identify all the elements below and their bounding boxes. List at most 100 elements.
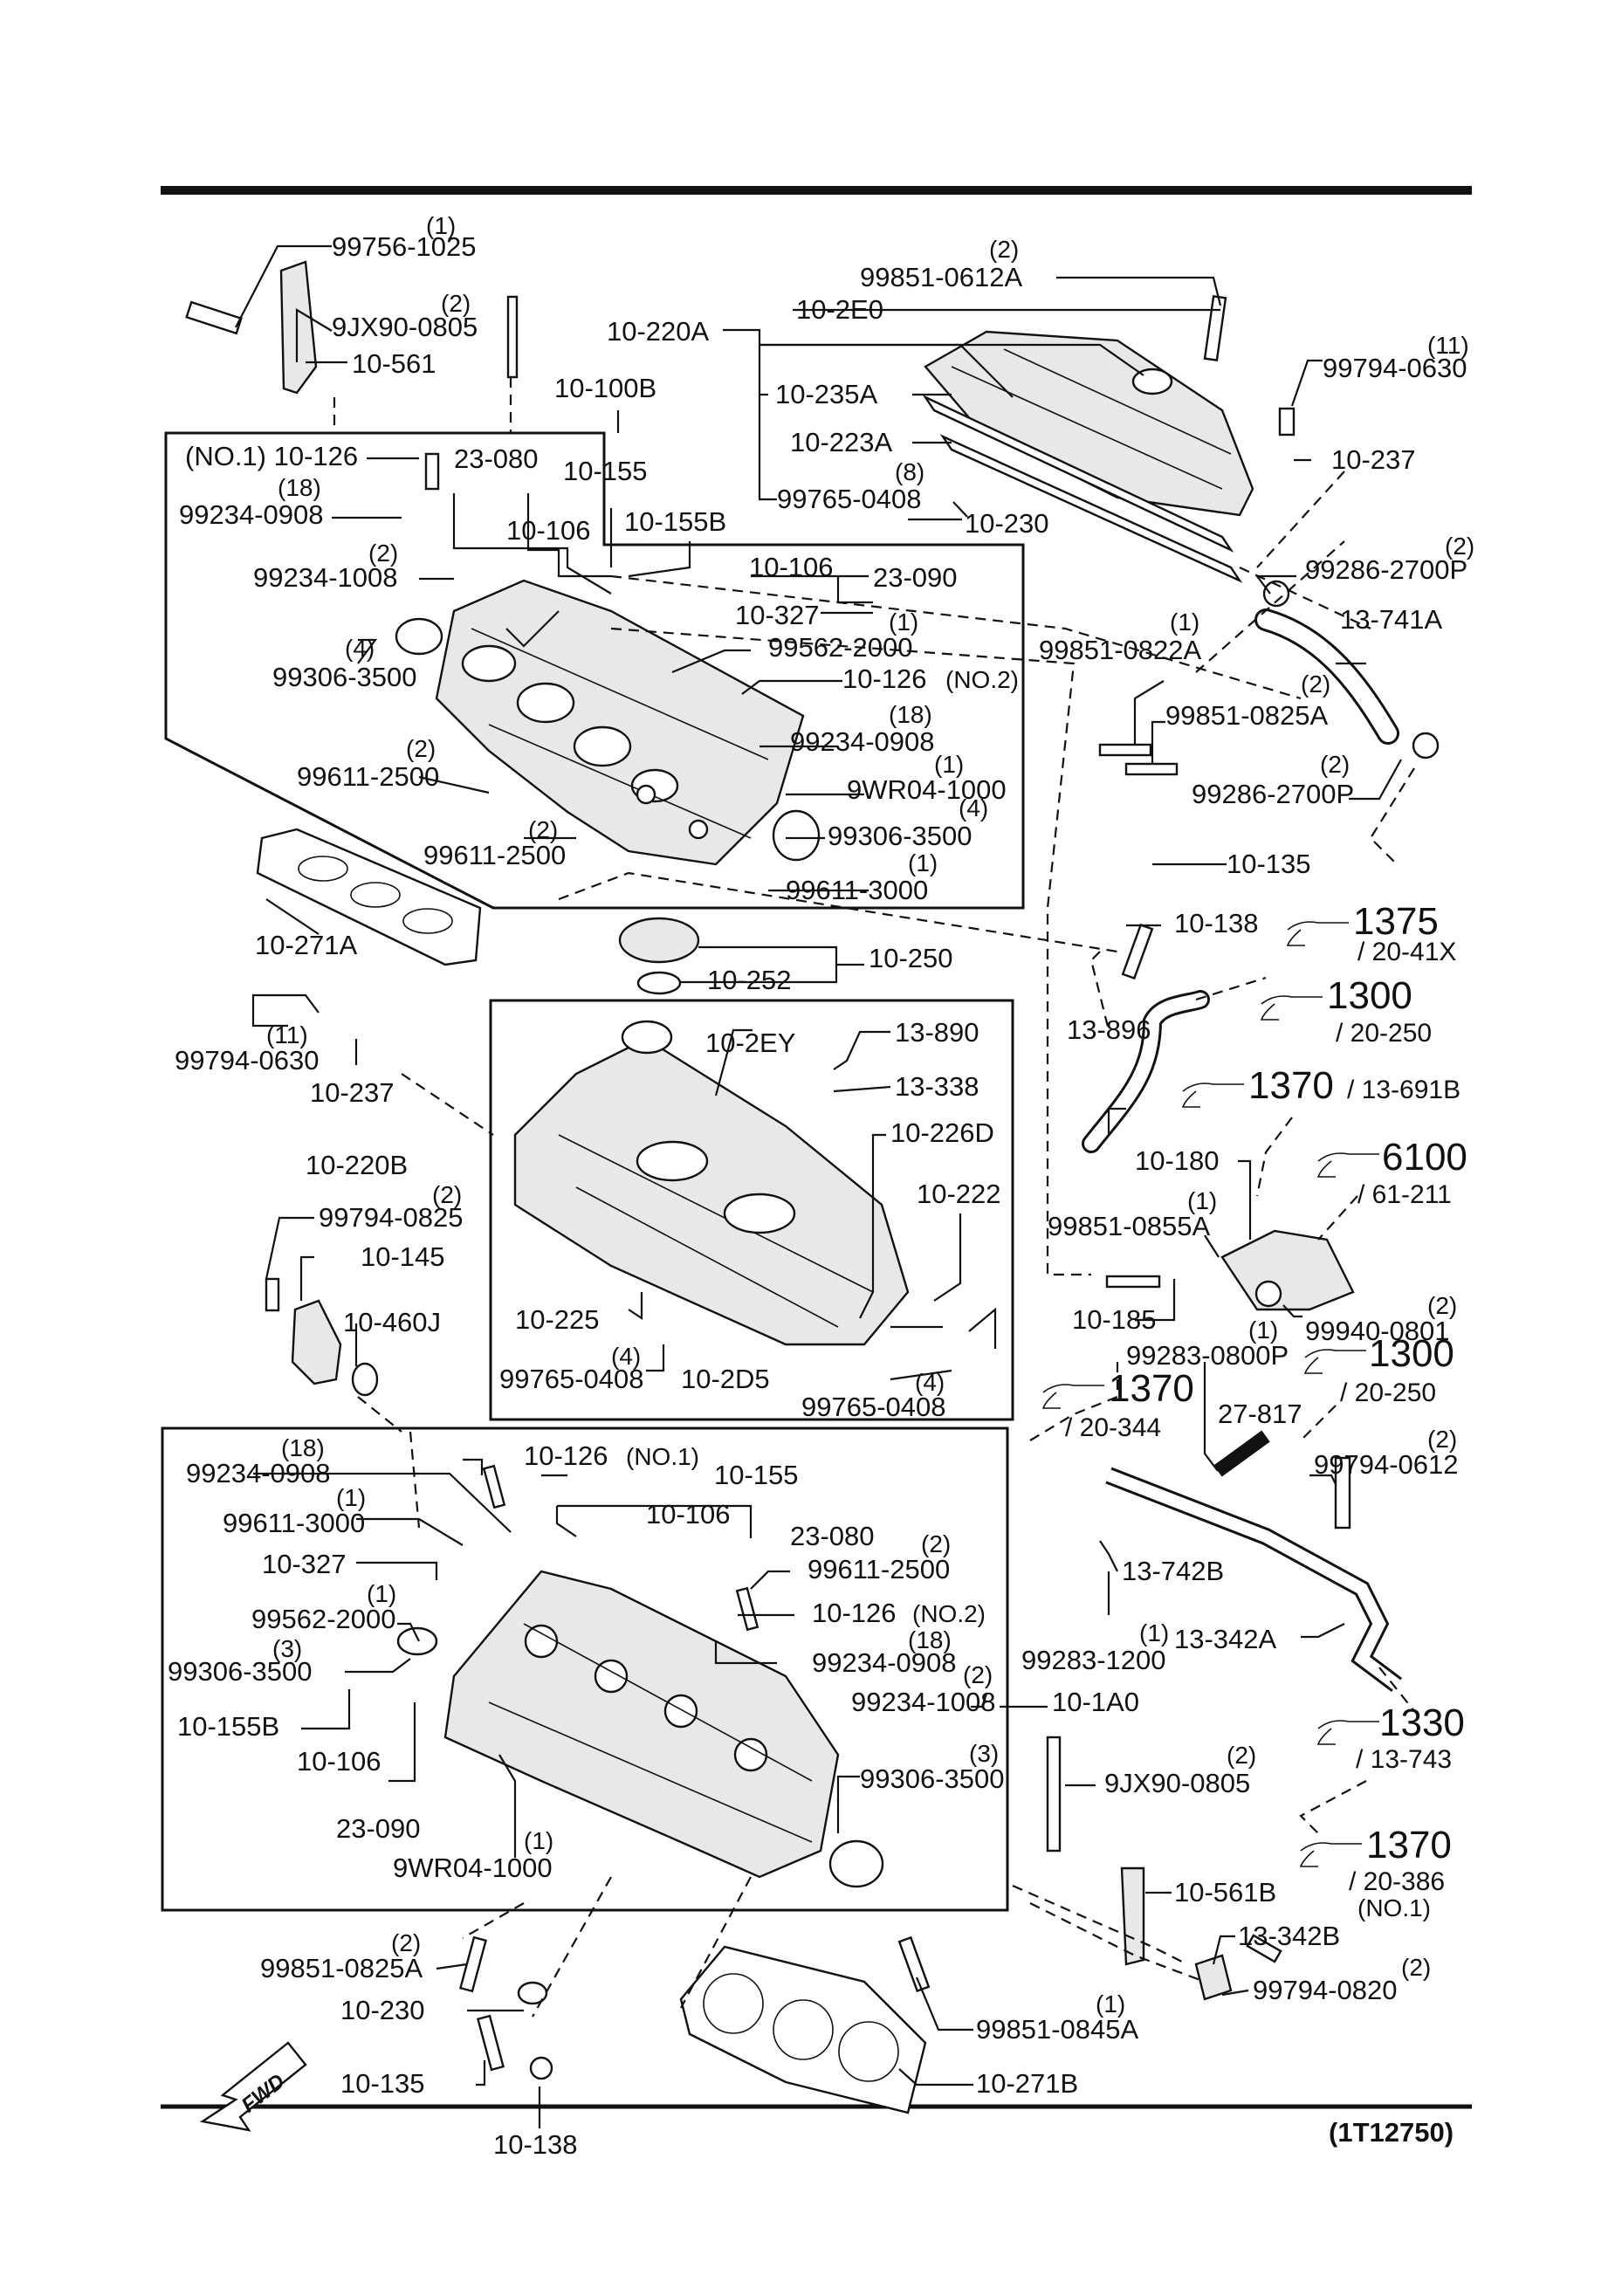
part-number: 99234-0908 — [812, 1647, 957, 1678]
qty: (2) — [406, 735, 436, 762]
part-number: 99940-0801 — [1305, 1316, 1450, 1346]
qty: (2) — [441, 290, 471, 317]
part-number: 23-090 — [336, 1813, 421, 1844]
ref-hand-icon-1370a — [1181, 1083, 1244, 1108]
qty: (2) — [368, 540, 398, 567]
part-number: 99611-3000 — [223, 1508, 365, 1538]
part-number: 10-2D5 — [681, 1364, 770, 1394]
part-number: 10-230 — [340, 1995, 425, 2025]
bracket-13-342b-drawing — [1194, 1954, 1233, 2001]
part-number: 10-155B — [177, 1711, 279, 1742]
qty: (1) — [889, 608, 918, 636]
part-number: 99234-1008 — [253, 562, 398, 593]
part-number: 99851-0855A — [1048, 1211, 1210, 1241]
part-number: 23-080 — [454, 443, 539, 474]
part-number: 10-222 — [917, 1179, 1001, 1209]
part-number: 9WR04-1000 — [847, 774, 1007, 805]
part-number: 10-271A — [255, 930, 358, 960]
part-number: 10-561 — [352, 348, 436, 379]
part-number: (NO.1) 10-126 — [185, 441, 358, 471]
part-number: 10-220A — [607, 316, 710, 347]
part-number: 10-460J — [343, 1307, 441, 1337]
fastener-drawings — [185, 295, 1440, 2080]
part-number: 99611-3000 — [786, 875, 928, 905]
reference-number: 1370 — [1366, 1824, 1452, 1866]
dashed-guide-lines — [357, 471, 1415, 2018]
part-number: 10-135 — [340, 2068, 425, 2099]
qty: (2) — [1427, 1292, 1457, 1319]
reference-number: 1300 — [1369, 1332, 1454, 1375]
qty: (2) — [1301, 670, 1330, 698]
reference-subgroup: / 20-386 — [1349, 1867, 1445, 1896]
ref-hand-icon-1375 — [1286, 921, 1349, 946]
part-number: 23-090 — [873, 562, 958, 593]
part-number: 10-106 — [749, 552, 834, 582]
qty: (1) — [1139, 1619, 1169, 1646]
qty: (11) — [266, 1021, 308, 1048]
part-number: 99562-2000 — [768, 632, 913, 663]
qty: (3) — [272, 1635, 302, 1662]
qty: (4) — [959, 794, 988, 821]
part-number: 10-135 — [1227, 849, 1311, 879]
cylinder-head-cover-a-drawing — [922, 330, 1254, 583]
part-number: 99765-0408 — [499, 1364, 644, 1394]
designation: (NO.2) — [912, 1600, 986, 1627]
ref-hand-icon-1300b — [1303, 1349, 1366, 1374]
part-number: 13-896 — [1067, 1014, 1151, 1045]
part-number: 99851-0825A — [1165, 700, 1328, 731]
part-number: 10-145 — [361, 1241, 445, 1272]
reference-number: 1370 — [1109, 1367, 1194, 1410]
part-number: 10-225 — [515, 1304, 600, 1335]
part-number: 10-327 — [735, 600, 820, 630]
diagram-code: (1T12750) — [1329, 2117, 1454, 2148]
part-number: 99611-2500 — [297, 761, 439, 792]
bracket-10-561-drawing — [279, 260, 318, 395]
part-number: 10-106 — [297, 1746, 381, 1777]
part-number: 99851-0845A — [976, 2014, 1138, 2045]
part-number: 23-080 — [790, 1521, 875, 1551]
part-number: 99306-3500 — [828, 821, 973, 851]
ref-hand-icon-1370b — [1041, 1384, 1104, 1409]
part-number: 99234-0908 — [790, 726, 935, 757]
qty: (1) — [1096, 1990, 1125, 2018]
part-number: 13-890 — [895, 1017, 979, 1048]
part-number: 10-126 — [812, 1598, 897, 1628]
qty: (2) — [1427, 1426, 1457, 1453]
part-number: 99562-2000 — [251, 1604, 396, 1634]
lower-cylinder-head-drawing — [443, 1570, 840, 1879]
water-outlet-10-180-drawing — [1220, 1229, 1355, 1311]
part-number: 10-252 — [707, 965, 792, 995]
part-number: 10-180 — [1135, 1145, 1220, 1176]
part-number: 99765-0408 — [801, 1392, 946, 1422]
reference-subgroup: / 20-250 — [1336, 1019, 1432, 1048]
part-number: 9WR04-1000 — [393, 1853, 553, 1883]
qty: (2) — [963, 1661, 993, 1688]
part-number: 99794-0820 — [1253, 1975, 1398, 2005]
qty: (4) — [345, 635, 375, 662]
qty: (1) — [1170, 608, 1199, 636]
part-number: 99851-0825A — [260, 1953, 423, 1983]
ref-hand-icon-1330 — [1316, 1720, 1379, 1745]
reference-subgroup: / 13-743 — [1356, 1745, 1452, 1774]
part-number: 99286-2700P — [1305, 554, 1467, 585]
part-number: 99234-0908 — [186, 1458, 331, 1488]
part-number: 10-100B — [554, 373, 656, 403]
part-number: 13-742B — [1122, 1556, 1224, 1586]
part-number: 99283-0800P — [1126, 1340, 1289, 1371]
reference-subgroup: / 20-344 — [1065, 1413, 1161, 1442]
reference-number: 1330 — [1379, 1701, 1465, 1744]
reference-hand-icons — [1041, 921, 1379, 1867]
part-number: 10-2EY — [705, 1028, 795, 1058]
part-number: 13-338 — [895, 1071, 979, 1102]
qty: (18) — [278, 474, 321, 501]
qty: (1) — [908, 849, 938, 876]
lower-head-gasket-drawing — [679, 1945, 927, 2114]
qty: (18) — [908, 1626, 952, 1653]
qty: (2) — [1401, 1954, 1431, 1981]
ref-hand-icon-1300a — [1260, 995, 1323, 1021]
part-number: 99851-0612A — [860, 262, 1022, 292]
part-number: 10-237 — [310, 1077, 395, 1108]
part-number: 10-155 — [563, 456, 648, 486]
ref-hand-icon-6100 — [1316, 1152, 1379, 1178]
